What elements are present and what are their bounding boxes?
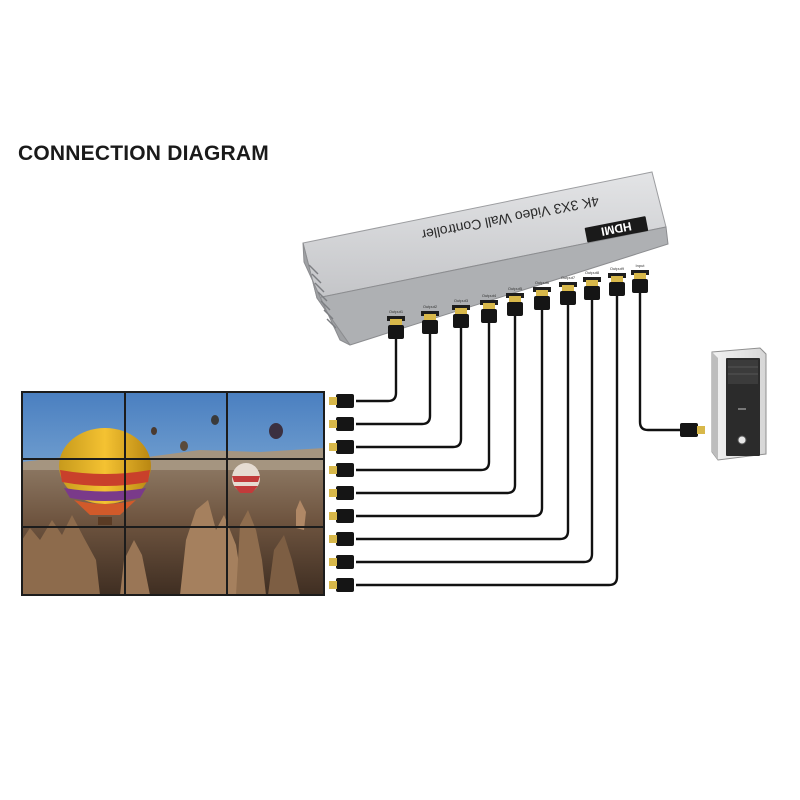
device-plug-6 [534, 296, 550, 310]
wall-plug-3 [336, 440, 354, 454]
wall-plug-tip-8 [329, 558, 337, 566]
wall-plug-6 [336, 509, 354, 523]
pc-tower [711, 347, 767, 461]
output-cable-5 [356, 316, 517, 495]
device-plug-tip-5 [509, 296, 521, 302]
output-cable-1 [356, 339, 398, 403]
output-port-label-7: Output7 [561, 275, 576, 280]
input-port-label: Input [636, 263, 646, 268]
output-port-label-1: Output1 [389, 309, 404, 314]
device-plug-tip-7 [562, 285, 574, 291]
output-cable-2 [356, 334, 432, 426]
wall-plug-7 [336, 532, 354, 546]
output-port-9 [608, 273, 626, 278]
device-plug-tip-8 [586, 280, 598, 286]
output-port-label-2: Output2 [423, 304, 438, 309]
small-balloons [151, 415, 283, 493]
input-port [631, 270, 649, 275]
vent-slots [308, 264, 337, 329]
output-cable-8 [356, 300, 594, 564]
wall-plug-2 [336, 417, 354, 431]
input-plug [632, 279, 648, 293]
video-wall-controller: 4K 3X3 Video Wall Controller HDMI [302, 171, 669, 346]
output-port-4 [480, 300, 498, 305]
wall-plug-tip-2 [329, 420, 337, 428]
device-plug-3 [453, 314, 469, 328]
output-cable-6 [356, 310, 544, 518]
output-port-label-5: Output5 [508, 286, 523, 291]
hdmi-cables [329, 293, 705, 592]
output-port-7 [559, 282, 577, 287]
output-port-8 [583, 277, 601, 282]
wall-plug-8 [336, 555, 354, 569]
device-plug-5 [507, 302, 523, 316]
wall-plug-1 [336, 394, 354, 408]
wall-plug-tip-7 [329, 535, 337, 543]
output-cable-7 [356, 305, 570, 541]
device-plug-tip-2 [424, 314, 436, 320]
wall-bezels [22, 392, 324, 595]
pc-plug-tip [697, 426, 705, 434]
wall-plug-tip-4 [329, 466, 337, 474]
device-plug-1 [388, 325, 404, 339]
device-plug-tip-3 [455, 308, 467, 314]
wall-plug-tip-6 [329, 512, 337, 520]
output-port-5 [506, 293, 524, 298]
output-cable-9 [356, 296, 619, 587]
wall-plug-tip-9 [329, 581, 337, 589]
output-port-1 [387, 316, 405, 321]
output-port-label-6: Output6 [535, 280, 550, 285]
output-port-label-8: Output8 [585, 270, 600, 275]
device-plug-2 [422, 320, 438, 334]
device-plug-8 [584, 286, 600, 300]
wall-plug-tip-3 [329, 443, 337, 451]
wall-plug-tip-1 [329, 397, 337, 405]
output-cable-4 [356, 323, 491, 472]
output-port-2 [421, 311, 439, 316]
output-port-label-3: Output3 [454, 298, 469, 303]
brand-label: HDMI [600, 219, 633, 239]
device-plug-9 [609, 282, 625, 296]
device-plug-tip-6 [536, 290, 548, 296]
video-wall [22, 392, 324, 595]
device-plug-tip-9 [611, 276, 623, 282]
device-plug-4 [481, 309, 497, 323]
device-plug-tip-4 [483, 303, 495, 309]
input-plug-tip [634, 273, 646, 279]
hdmi-logo: HDMI [584, 216, 649, 243]
device-ports: Output1 Output2 Output3 Output4 Output5 Outpu… [387, 263, 649, 339]
wall-plug-tip-5 [329, 489, 337, 497]
output-port-label-4: Output4 [482, 293, 497, 298]
output-port-label-9: Output9 [610, 266, 625, 271]
pc-plug [680, 423, 698, 437]
output-port-3 [452, 305, 470, 310]
device-plug-7 [560, 291, 576, 305]
wall-plug-9 [336, 578, 354, 592]
output-port-6 [533, 287, 551, 292]
device-plug-tip-1 [390, 319, 402, 325]
page-title: CONNECTION DIAGRAM [18, 142, 269, 165]
wall-plug-5 [336, 486, 354, 500]
output-cable-3 [356, 328, 463, 449]
wall-plug-4 [336, 463, 354, 477]
input-cable [638, 293, 682, 432]
